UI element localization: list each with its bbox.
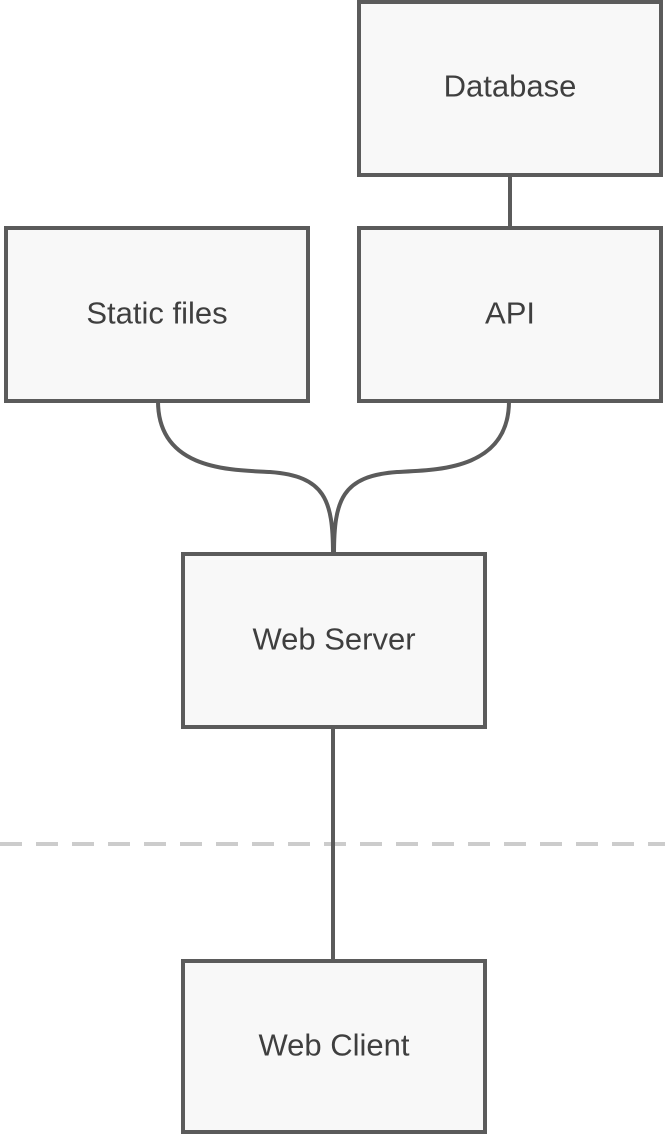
static-files-box: [4, 226, 310, 403]
static-files-web-server-connector: [156, 400, 335, 555]
api-box: [357, 226, 663, 403]
web-server-box: [181, 552, 487, 729]
api-node: API: [357, 226, 663, 403]
api-web-server-connector: [332, 400, 511, 555]
web-client-box: [181, 959, 487, 1134]
database-label: Database: [444, 69, 577, 104]
web-client-label: Web Client: [258, 1028, 409, 1063]
api-label: API: [485, 296, 535, 331]
database-box: [357, 0, 663, 177]
web-server-node: Web Server: [181, 552, 487, 729]
database-node: Database: [357, 0, 663, 177]
static-files-label: Static files: [86, 296, 227, 331]
web-client-node: Web Client: [181, 959, 487, 1134]
web-server-label: Web Server: [252, 622, 415, 657]
static-files-node: Static files: [4, 226, 310, 403]
